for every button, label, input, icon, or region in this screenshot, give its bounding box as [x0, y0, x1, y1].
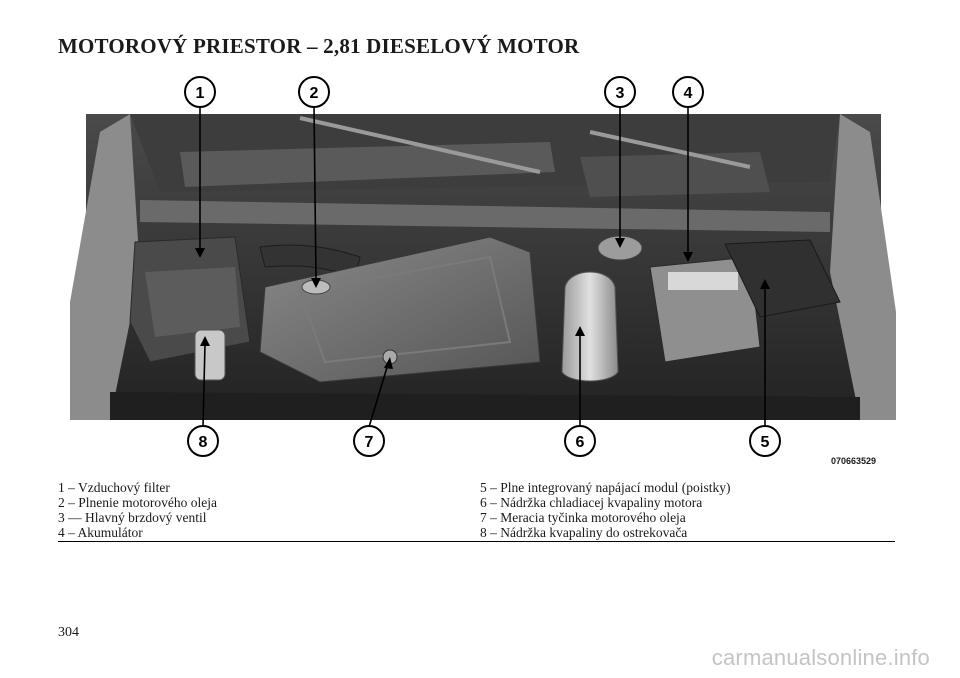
callout-label: 5: [761, 434, 770, 451]
legend-item-6: 6 – Nádržka chladiacej kvapaliny motora: [480, 495, 703, 510]
legend-item-5: 5 – Plne integrovaný napájací modul (poi…: [480, 480, 731, 495]
coolant-reservoir: [561, 271, 619, 382]
callout-label: 7: [365, 434, 374, 451]
callout-badge-5: 5: [749, 425, 781, 457]
callout-badge-8: 8: [187, 425, 219, 457]
callout-badge-2: 2: [298, 76, 330, 108]
engine-bay-figure: 1 2 3 4 5 6 7 8 070663529: [70, 72, 896, 472]
callout-badge-6: 6: [564, 425, 596, 457]
leader-2: [313, 105, 317, 281]
air-filter-lid: [145, 267, 240, 337]
support-bar: [140, 200, 830, 232]
callout-leaders: [199, 105, 766, 428]
callout-label: 6: [576, 434, 585, 451]
callout-label: 8: [199, 434, 208, 451]
callout-label: 2: [310, 85, 319, 102]
battery-label: [668, 272, 738, 290]
callout-label: 1: [196, 85, 205, 102]
front-crossmember: [110, 392, 860, 420]
leader-8: [202, 343, 206, 428]
cowl-cover-right: [580, 152, 770, 197]
leader-7: [368, 363, 389, 428]
engine-cover-rib: [298, 255, 512, 364]
figure-code: 070663529: [830, 456, 876, 466]
engine-bay-illustration: 1 2 3 4 5 6 7 8: [70, 76, 896, 457]
callout-badge-1: 1: [184, 76, 216, 108]
wiper-arm-right: [589, 130, 751, 169]
legend: 1 – Vzduchový filter 2 – Plnenie motorov…: [58, 480, 895, 542]
callout-badge-4: 4: [672, 76, 704, 108]
legend-item-1: 1 – Vzduchový filter: [58, 480, 170, 495]
legend-item-3: 3 — Hlavný brzdový ventil: [58, 510, 207, 525]
page-title: MOTOROVÝ PRIESTOR – 2,81 DIESELOVÝ MOTOR: [58, 34, 580, 58]
legend-item-7: 7 – Meracia tyčinka motorového oleja: [480, 510, 686, 525]
watermark[interactable]: carmanualsonline.info: [711, 645, 930, 670]
callout-badge-7: 7: [353, 425, 385, 457]
wiper-arm-left: [299, 116, 541, 174]
page-number: 304: [58, 625, 79, 640]
left-fender: [70, 114, 140, 420]
legend-column-left: 1 – Vzduchový filter 2 – Plnenie motorov…: [58, 480, 480, 540]
legend-item-8: 8 – Nádržka kvapaliny do ostrekovača: [480, 525, 688, 540]
fuse-box: [724, 239, 841, 318]
callout-badge-3: 3: [604, 76, 636, 108]
right-fender: [830, 114, 896, 420]
callout-label: 4: [684, 85, 693, 102]
callout-label: 3: [616, 85, 625, 102]
legend-item-2: 2 – Plnenie motorového oleja: [58, 495, 217, 510]
washer-reservoir: [194, 329, 226, 381]
callout-arrowheads: [195, 238, 770, 369]
legend-item-4: 4 – Akumulátor: [58, 525, 143, 540]
legend-column-right: 5 – Plne integrovaný napájací modul (poi…: [480, 480, 730, 540]
